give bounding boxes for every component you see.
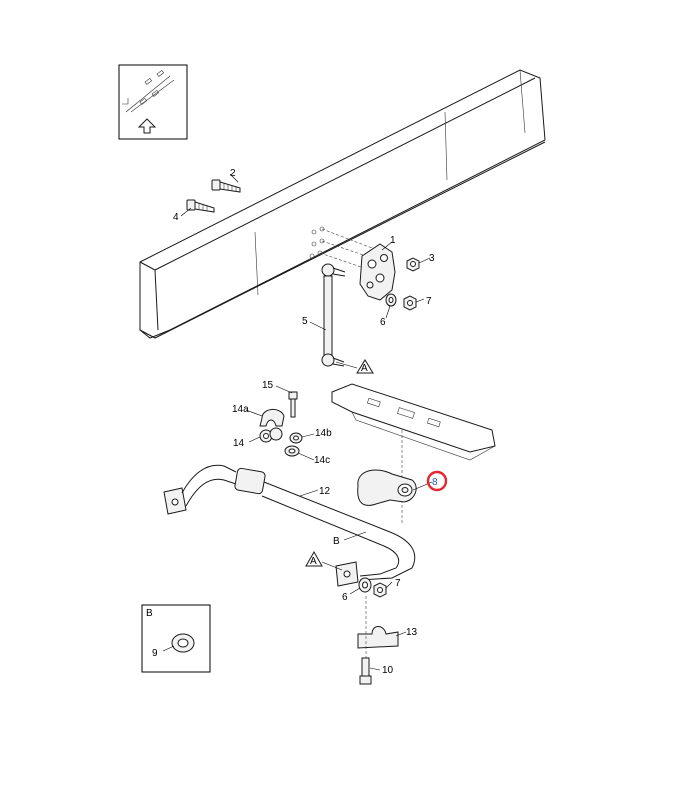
callout-14b: 14b	[315, 428, 332, 439]
frame-rail	[139, 69, 546, 339]
callout-15: 15	[262, 380, 274, 391]
arrow-a-upper-label: A	[361, 363, 368, 374]
callout-3: 3	[429, 253, 435, 264]
bolt-part-10	[359, 657, 372, 685]
callout-7-lower: 7	[395, 578, 401, 589]
up-arrow-icon	[137, 118, 157, 134]
callout-12: 12	[319, 486, 331, 497]
detail-box-b: B	[141, 604, 211, 673]
view-b-label: B	[333, 536, 340, 547]
vehicle-orientation-icon	[122, 69, 175, 113]
bushing-part-14c	[284, 445, 300, 457]
view-arrow-a-upper: A	[335, 359, 374, 374]
clamp-part-13	[357, 626, 399, 649]
bushing-part-9	[171, 633, 195, 653]
link-rod-part-5	[321, 263, 346, 367]
callout-6-lower: 6	[342, 592, 348, 603]
callout-14a: 14a	[232, 404, 249, 415]
stabilizer-bar-part-12	[163, 464, 416, 587]
callout-4: 4	[173, 212, 179, 223]
callout-1: 1	[390, 235, 396, 246]
bolt-part-2	[211, 179, 241, 193]
callout-5: 5	[302, 316, 308, 327]
bushing-part-14b	[289, 432, 303, 444]
highlight-ring[interactable]	[426, 470, 448, 492]
orientation-inset	[118, 64, 188, 140]
view-arrow-a-lower: A	[305, 550, 343, 571]
callout-9: 9	[152, 648, 158, 659]
bracket-part-1	[359, 243, 396, 301]
callout-14c: 14c	[314, 455, 330, 466]
arrow-a-lower-label: A	[310, 556, 317, 567]
callout-2: 2	[230, 168, 236, 179]
bushing-part-14	[259, 427, 283, 443]
callout-10: 10	[382, 665, 394, 676]
clamp-part-14a	[259, 409, 285, 427]
mounting-holes	[309, 226, 373, 269]
bolt-part-4	[186, 199, 215, 213]
nut-part-7-upper	[403, 295, 417, 311]
detail-b-title: B	[146, 608, 153, 619]
callout-6-upper: 6	[380, 317, 386, 328]
callout-8: 8	[432, 477, 438, 488]
callout-14: 14	[233, 438, 245, 449]
callout-13: 13	[406, 627, 418, 638]
cross-member-plate	[331, 383, 496, 525]
callout-labels: 1 2 3 4 5 6 7 8 9 10 12 13 14 14a 14b 14…	[152, 168, 438, 676]
washer-part-6-lower	[358, 577, 372, 593]
bolt-part-15	[288, 391, 298, 418]
nut-part-7-lower	[373, 582, 387, 598]
bracket-part-8	[357, 469, 417, 506]
nut-part-3	[406, 257, 420, 272]
washer-part-6-upper	[385, 293, 397, 307]
callout-7-upper: 7	[426, 296, 432, 307]
